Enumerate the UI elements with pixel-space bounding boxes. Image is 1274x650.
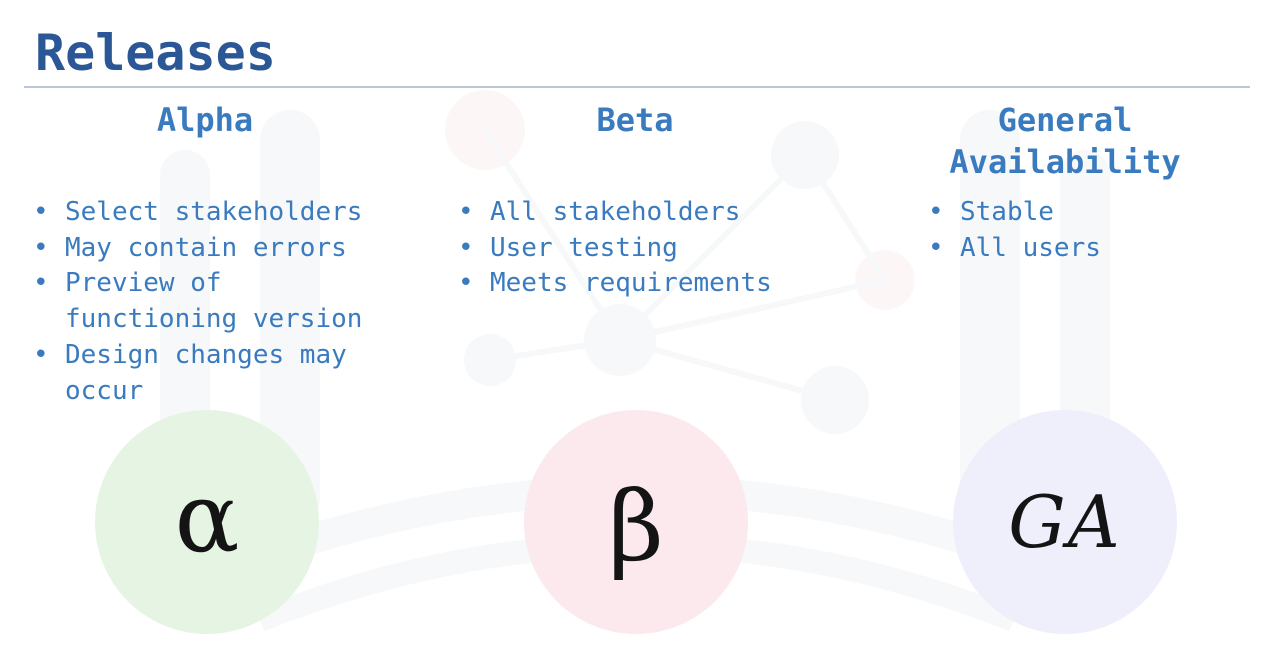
list-item: • All users bbox=[928, 231, 1248, 267]
list-item: • Meets requirements bbox=[458, 266, 858, 302]
list-item: • Select stakeholders bbox=[33, 195, 443, 231]
ga-symbol-circle: GA bbox=[953, 410, 1177, 634]
list-item: • Preview of functioning version bbox=[33, 266, 443, 337]
heading-line: Availability bbox=[949, 143, 1181, 181]
bullet-line: Select stakeholders bbox=[65, 197, 363, 227]
heading-line: Alpha bbox=[156, 101, 254, 139]
bullet-dot: • bbox=[33, 268, 49, 299]
bullet-list-beta: • All stakeholders • User testing • Meet… bbox=[458, 195, 858, 302]
beta-symbol-circle: β bbox=[524, 410, 748, 634]
heading-line: General bbox=[997, 101, 1133, 139]
bullet-dot: • bbox=[33, 197, 49, 227]
bullet-line: Stable bbox=[960, 197, 1054, 227]
bullet-line: User testing bbox=[490, 232, 678, 263]
bullet-dot: • bbox=[458, 232, 474, 263]
bullet-dot: • bbox=[33, 232, 49, 263]
ga-symbol: GA bbox=[1008, 480, 1122, 564]
page-title: Releases bbox=[35, 24, 276, 82]
column-heading-general-availability: General Availability bbox=[915, 99, 1215, 183]
bullet-dot: • bbox=[458, 197, 474, 227]
list-item: • User testing bbox=[458, 231, 858, 267]
alpha-symbol: α bbox=[174, 462, 240, 574]
bullet-line: Preview of bbox=[65, 268, 222, 299]
beta-symbol: β bbox=[608, 471, 664, 583]
list-item: • Stable bbox=[928, 195, 1248, 231]
title-divider bbox=[24, 86, 1250, 88]
bullet-line: Meets requirements bbox=[490, 268, 772, 299]
bullet-line: All users bbox=[960, 232, 1101, 263]
bullet-line: All stakeholders bbox=[490, 197, 741, 227]
list-item: • All stakeholders bbox=[458, 195, 858, 231]
column-heading-alpha: Alpha bbox=[55, 99, 355, 141]
list-item: • May contain errors bbox=[33, 231, 443, 267]
bullet-line: occur bbox=[65, 375, 144, 406]
list-item: • Design changes may occur bbox=[33, 338, 443, 409]
alpha-symbol-circle: α bbox=[95, 410, 319, 634]
bullet-line: functioning version bbox=[65, 304, 363, 335]
bullet-line: Design changes may bbox=[65, 339, 347, 370]
heading-line: Beta bbox=[596, 101, 674, 139]
bullet-list-alpha: • Select stakeholders • May contain erro… bbox=[33, 195, 443, 409]
bullet-line: May contain errors bbox=[65, 232, 347, 263]
bullet-dot: • bbox=[458, 268, 474, 299]
bullet-list-general-availability: • Stable • All users bbox=[928, 195, 1248, 266]
bullet-dot: • bbox=[33, 339, 49, 370]
bullet-dot: • bbox=[928, 232, 944, 263]
bullet-dot: • bbox=[928, 197, 944, 227]
column-heading-beta: Beta bbox=[485, 99, 785, 141]
